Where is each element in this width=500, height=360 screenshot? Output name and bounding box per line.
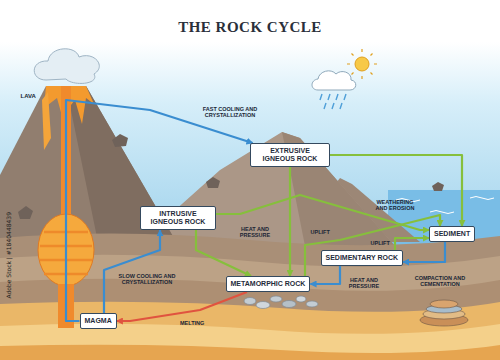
cycle-arrow [330, 155, 462, 226]
smoke [34, 49, 99, 84]
box-label: SEDIMENTARY ROCK [326, 254, 399, 262]
pebbles [256, 302, 270, 309]
rock [112, 134, 128, 147]
rock-box: EXTRUSIVE IGNEOUS ROCK [250, 143, 330, 167]
rock-box: INTRUSIVE IGNEOUS ROCK [140, 206, 216, 230]
ground-layers [0, 302, 500, 360]
sun [347, 49, 377, 79]
sun [347, 49, 377, 79]
cycle-arrow [403, 242, 445, 262]
cycle-arrow [289, 167, 291, 276]
rock [206, 177, 220, 188]
rain-cloud [320, 94, 346, 109]
process-label: SLOW COOLING AND CRYSTALLIZATION [116, 273, 178, 286]
process-label: UPLIFT [311, 229, 330, 235]
pebbles [244, 296, 318, 309]
volcano [42, 92, 51, 150]
process-label: FAST COOLING AND CRYSTALLIZATION [200, 106, 260, 119]
box-label: INTRUSIVE IGNEOUS ROCK [145, 210, 211, 226]
ground-layers [0, 345, 500, 360]
process-label: HEAT AND PRESSURE [238, 226, 272, 239]
sediment-layers [430, 300, 458, 308]
box-label: EXTRUSIVE IGNEOUS ROCK [255, 147, 325, 163]
box-label: SEDIMENT [434, 230, 470, 238]
cycle-arrow [305, 215, 440, 276]
sediment-layers [420, 300, 468, 326]
cycle-arrow [395, 238, 429, 250]
part-label: LAVA [21, 93, 36, 100]
rock-box: SEDIMENT [429, 226, 475, 242]
rain-cloud [312, 71, 356, 90]
cycle-arrow [66, 100, 253, 321]
process-label: WEATHERING AND EROSION [374, 199, 416, 212]
pebbles [306, 301, 318, 307]
mountain [135, 132, 395, 246]
pebbles [244, 298, 256, 305]
process-label: MELTING [180, 320, 204, 326]
rock-box: METAMORPHIC ROCK [226, 276, 311, 292]
sun [355, 57, 369, 71]
pebbles [296, 296, 306, 302]
rock-box: SEDIMENTARY ROCK [321, 250, 404, 266]
pebbles [282, 301, 296, 308]
smoke [34, 49, 99, 84]
rock [18, 134, 444, 219]
rock [18, 206, 33, 219]
process-label: COMPACTION AND CEMENTATION [412, 275, 468, 288]
process-label: HEAT AND PRESSURE [347, 277, 381, 290]
watermark: Adobe Stock | #1840448439 [5, 212, 12, 299]
process-label: UPLIFT [371, 240, 390, 246]
mountain [135, 132, 420, 246]
cycle-arrow [104, 230, 160, 313]
rock-box: MAGMA [80, 313, 117, 329]
cycle-arrow [310, 266, 340, 284]
pebbles [270, 296, 282, 302]
cycle-arrow [117, 292, 247, 321]
rock [432, 182, 444, 191]
ground-layers [0, 324, 500, 360]
box-label: MAGMA [85, 317, 112, 325]
connector-group [66, 100, 462, 321]
rain-cloud [312, 71, 356, 109]
diagram-title: THE ROCK CYCLE [0, 19, 500, 36]
box-label: METAMORPHIC ROCK [231, 280, 306, 288]
